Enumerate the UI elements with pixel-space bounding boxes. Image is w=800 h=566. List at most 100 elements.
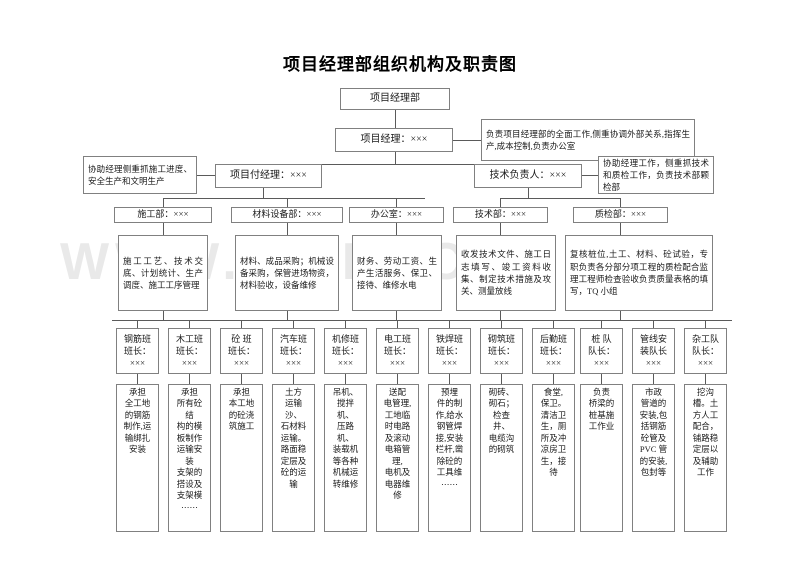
node-team-3[interactable]: 砼 班 班长： ××× bbox=[220, 328, 263, 374]
connector-team-duty-1 bbox=[137, 374, 138, 384]
node-team-5[interactable]: 机修班 班长： ××× bbox=[324, 328, 367, 374]
node-department-3-label: 办公室：××× bbox=[370, 209, 423, 220]
node-team-1-label: 钢筋班 班长： ××× bbox=[123, 333, 151, 369]
note-tech-head-text: 协助经理工作，侧重抓技术和质检工作，负责技术部颗检部 bbox=[603, 157, 709, 193]
node-department-2-label: 材料设备部：××× bbox=[252, 209, 322, 220]
connector-dept2-up bbox=[287, 198, 288, 207]
connector-deputy-note-bridge bbox=[197, 175, 215, 176]
note-deputy: 协助经理侧重抓施工进度、安全生产和文明生产 bbox=[83, 156, 197, 194]
node-team-7-label: 铁焊班 班长： ××× bbox=[435, 333, 463, 369]
connector-team-stub-6 bbox=[397, 320, 398, 328]
connector-team-duty-5 bbox=[345, 374, 346, 384]
connector-duty2-down bbox=[287, 311, 288, 320]
node-root-label: 项目经理部 bbox=[370, 92, 420, 104]
node-root[interactable]: 项目经理部 bbox=[340, 88, 450, 110]
node-department-4-label: 技术部：××× bbox=[474, 209, 527, 220]
node-department-3[interactable]: 办公室：××× bbox=[349, 207, 444, 223]
page-title: 项目经理部组织机构及职责图 bbox=[283, 55, 517, 74]
node-team-12[interactable]: 杂工队 队长： ××× bbox=[684, 328, 727, 374]
duty-team-4: 土方 运输沙、 石材料 运输。 路面稳 定层及 砼的运 输 bbox=[272, 384, 315, 532]
connector-team-stub-3 bbox=[241, 320, 242, 328]
connector-team-stub-8 bbox=[501, 320, 502, 328]
node-team-9-label: 后勤班 班长： ××× bbox=[539, 333, 567, 369]
duty-department-5-text: 复核桩位,土工、材料、砼试验，专职负责各分部分项工程的质检配合监理工程师检查验收… bbox=[570, 249, 708, 297]
connector-manager-down bbox=[395, 152, 396, 164]
node-department-5[interactable]: 质检部：××× bbox=[573, 207, 668, 223]
node-tech-head[interactable]: 技术负责人：××× bbox=[474, 164, 582, 188]
duty-department-1: 施工工艺、技术交底、计划统计、生产调度、施工工序管理 bbox=[118, 235, 208, 311]
connector-dept5-up bbox=[620, 198, 621, 207]
duty-team-3-text: 承担 本工地 的砼浇 筑施工 bbox=[228, 387, 255, 432]
node-department-1-label: 施工部：××× bbox=[137, 209, 189, 220]
duty-team-11: 市政 管道的 安装,包 括钢筋 砼管及 PVC 管 的安装, 包封等 bbox=[632, 384, 675, 532]
node-team-6-label: 电工班 班长： ××× bbox=[383, 333, 411, 369]
duty-team-12-text: 挖沟 槽。土 方人工 配合， 铺路稳 定层以 及辅助 工作 bbox=[692, 387, 719, 478]
node-team-6[interactable]: 电工班 班长： ××× bbox=[376, 328, 419, 374]
node-manager-label: 项目经理：××× bbox=[360, 133, 428, 145]
connector-team-stub-4 bbox=[293, 320, 294, 328]
duty-team-7-text: 预埋 件的制 作,给水 钢管焊 接,安装 栏杆,凿 除砼的 工具维 ⋯⋯ bbox=[435, 387, 464, 489]
node-team-8-label: 砌筑班 班长： ××× bbox=[487, 333, 515, 369]
connector-dept1-up bbox=[163, 198, 164, 207]
duty-team-10-text: 负责 桥梁的 桩基施 工作业 bbox=[588, 387, 615, 432]
node-team-7[interactable]: 铁焊班 班长： ××× bbox=[428, 328, 471, 374]
duty-team-2-text: 承担 所有砼结 构的模 板制作 运输安装 支架的 搭设及 支架模 ⋯⋯ bbox=[176, 387, 203, 512]
duty-department-4: 收发技术文件、施工日志填写、竣工资料收集、制定技术措施及攻关、测量放线 bbox=[456, 235, 556, 311]
node-department-5-label: 质检部：××× bbox=[594, 209, 647, 220]
connector-team-duty-9 bbox=[553, 374, 554, 384]
duty-team-9-text: 食堂, 保卫。 清洁卫 生，厕 所及冲 凉房卫 生，接 待 bbox=[540, 387, 567, 478]
connector-dept4-up bbox=[500, 198, 501, 207]
connector-team-duty-8 bbox=[501, 374, 502, 384]
connector-duty3-down bbox=[396, 311, 397, 320]
node-deputy[interactable]: 项目付经理：××× bbox=[215, 164, 322, 188]
node-team-3-label: 砼 班 班长： ××× bbox=[227, 333, 255, 369]
connector-dept-bus-right bbox=[500, 198, 620, 199]
node-team-9[interactable]: 后勤班 班长： ××× bbox=[532, 328, 575, 374]
note-deputy-text: 协助经理侧重抓施工进度、安全生产和文明生产 bbox=[88, 163, 192, 186]
node-manager[interactable]: 项目经理：××× bbox=[335, 128, 453, 152]
node-team-1[interactable]: 钢筋班 班长： ××× bbox=[116, 328, 159, 374]
connector-team-stub-7 bbox=[449, 320, 450, 328]
node-team-8[interactable]: 砌筑班 班长： ××× bbox=[480, 328, 523, 374]
note-tech-head: 协助经理工作，侧重抓技术和质检工作，负责技术部颗检部 bbox=[598, 156, 714, 194]
node-team-2[interactable]: 木工班 班长： ××× bbox=[168, 328, 211, 374]
node-team-2-label: 木工班 班长： ××× bbox=[175, 333, 203, 369]
duty-department-2: 材料、成品采购；机械设备采购，保管进场物资，材料验收，设备维修 bbox=[235, 235, 339, 311]
node-department-1[interactable]: 施工部：××× bbox=[114, 207, 212, 223]
node-department-2[interactable]: 材料设备部：××× bbox=[231, 207, 343, 223]
node-team-11-label: 管线安 装队长 ××× bbox=[639, 333, 667, 369]
duty-department-5: 复核桩位,土工、材料、砼试验，专职负责各分部分项工程的质检配合监理工程师检查验收… bbox=[565, 235, 713, 311]
connector-dept2-duty bbox=[287, 223, 288, 235]
duty-team-6-text: 送配 电管理, 工地临 时电路 及滚动 电箱管理, 电机及 电器维修 bbox=[383, 387, 412, 501]
connector-team-duty-2 bbox=[189, 374, 190, 384]
connector-manager-note bbox=[453, 140, 481, 141]
node-team-4[interactable]: 汽车班 班长： ××× bbox=[272, 328, 315, 374]
connector-team-duty-3 bbox=[241, 374, 242, 384]
connector-dept-bus-left bbox=[163, 198, 425, 199]
note-manager-text: 负责项目经理部的全面工作,侧重协调外部关系,指挥生产,成本控制,负责办公室 bbox=[486, 128, 690, 151]
duty-department-3: 财务、劳动工资、生产生活服务、保卫、接待、维修水电 bbox=[352, 235, 442, 311]
node-team-10[interactable]: 桩 队 队长： ××× bbox=[580, 328, 623, 374]
node-team-12-label: 杂工队 队长： ××× bbox=[691, 333, 719, 369]
connector-tech-note-bridge bbox=[576, 175, 598, 176]
duty-team-12: 挖沟 槽。土 方人工 配合， 铺路稳 定层以 及辅助 工作 bbox=[684, 384, 727, 532]
node-team-11[interactable]: 管线安 装队长 ××× bbox=[632, 328, 675, 374]
duty-team-11-text: 市政 管道的 安装,包 括钢筋 砼管及 PVC 管 的安装, 包封等 bbox=[639, 387, 668, 478]
connector-duty1-down bbox=[163, 311, 164, 320]
connector-deputy-down bbox=[263, 188, 264, 198]
duty-team-3: 承担 本工地 的砼浇 筑施工 bbox=[220, 384, 263, 532]
connector-team-duty-10 bbox=[601, 374, 602, 384]
node-department-4[interactable]: 技术部：××× bbox=[453, 207, 548, 223]
duty-department-3-text: 财务、劳动工资、生产生活服务、保卫、接待、维修水电 bbox=[357, 255, 437, 291]
duty-department-4-text: 收发技术文件、施工日志填写、竣工资料收集、制定技术措施及攻关、测量放线 bbox=[461, 249, 551, 297]
connector-team-duty-11 bbox=[653, 374, 654, 384]
connector-team-duty-7 bbox=[449, 374, 450, 384]
duty-team-8: 砌砖、 砌石； 检查井、 电缆沟 的砌筑 bbox=[480, 384, 523, 532]
connector-dept1-duty bbox=[163, 223, 164, 235]
duty-team-1-text: 承担 全工地 的钢筋 制作,运 输绑扎 安装 bbox=[123, 387, 152, 455]
connector-team-duty-4 bbox=[293, 374, 294, 384]
duty-team-8-text: 砌砖、 砌石； 检查井、 电缆沟 的砌筑 bbox=[488, 387, 515, 455]
duty-team-5: 吊机、 搅拌机、 压路机、 装载机 等各种 机械运 转维修 bbox=[324, 384, 367, 532]
duty-team-2: 承担 所有砼结 构的模 板制作 运输安装 支架的 搭设及 支架模 ⋯⋯ bbox=[168, 384, 211, 532]
duty-team-10: 负责 桥梁的 桩基施 工作业 bbox=[580, 384, 623, 532]
